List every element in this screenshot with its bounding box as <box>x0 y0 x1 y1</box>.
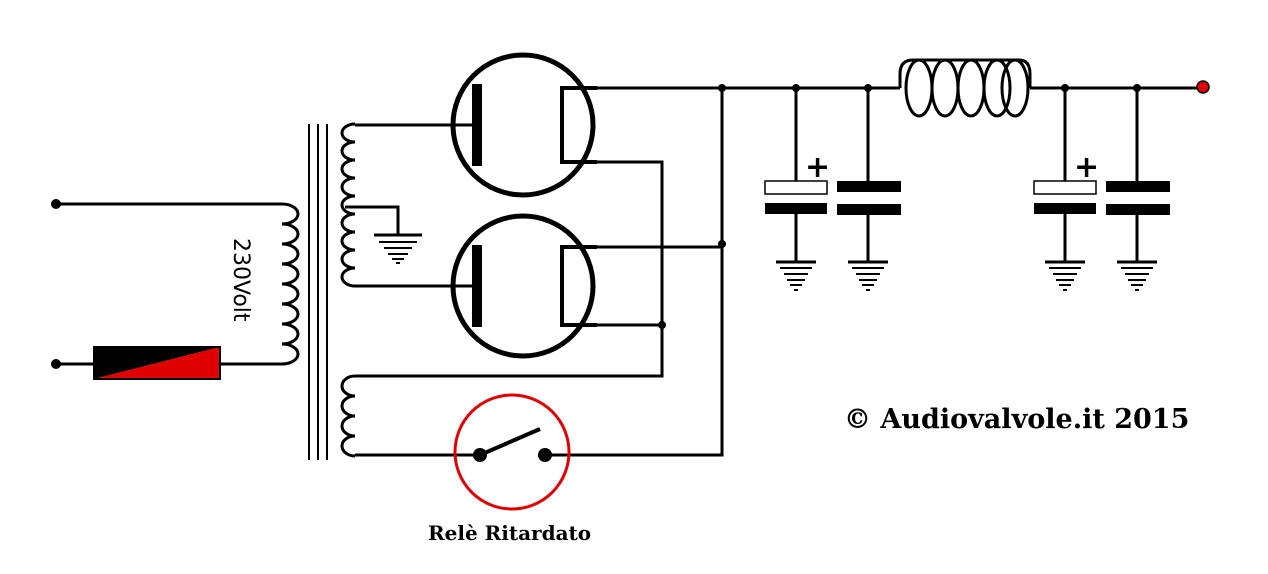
hv-secondary-winding <box>340 122 356 288</box>
ground-symbol <box>848 260 888 291</box>
mains-input <box>51 199 282 380</box>
polarity-mark: + <box>805 150 830 185</box>
filter-choke-turns <box>904 58 1030 118</box>
output-terminal <box>1196 80 1210 94</box>
polarity-mark: + <box>1074 150 1099 185</box>
ground-symbol <box>776 260 816 291</box>
ground-symbol <box>1117 260 1157 291</box>
relay-label: Relè Ritardato <box>428 521 591 545</box>
filter-capacitor: + <box>764 88 830 262</box>
transformer-core <box>308 124 328 460</box>
primary-winding <box>281 202 300 366</box>
filter-capacitor: + <box>1033 88 1099 262</box>
filter-capacitor <box>1106 88 1170 262</box>
ground-symbol <box>374 233 422 264</box>
filament-winding <box>340 374 356 458</box>
delay-relay: Relè Ritardato <box>428 393 591 545</box>
ground-symbol <box>1045 260 1085 291</box>
filter-capacitor <box>837 88 901 262</box>
filter-choke <box>898 58 1032 88</box>
rectifier-tube <box>448 213 722 359</box>
copyright-label: © Audiovalvole.it 2015 <box>844 404 1189 435</box>
mains-voltage-label: 230Volt <box>228 238 253 322</box>
rectifier-tube <box>448 52 722 325</box>
fuse <box>93 346 221 380</box>
